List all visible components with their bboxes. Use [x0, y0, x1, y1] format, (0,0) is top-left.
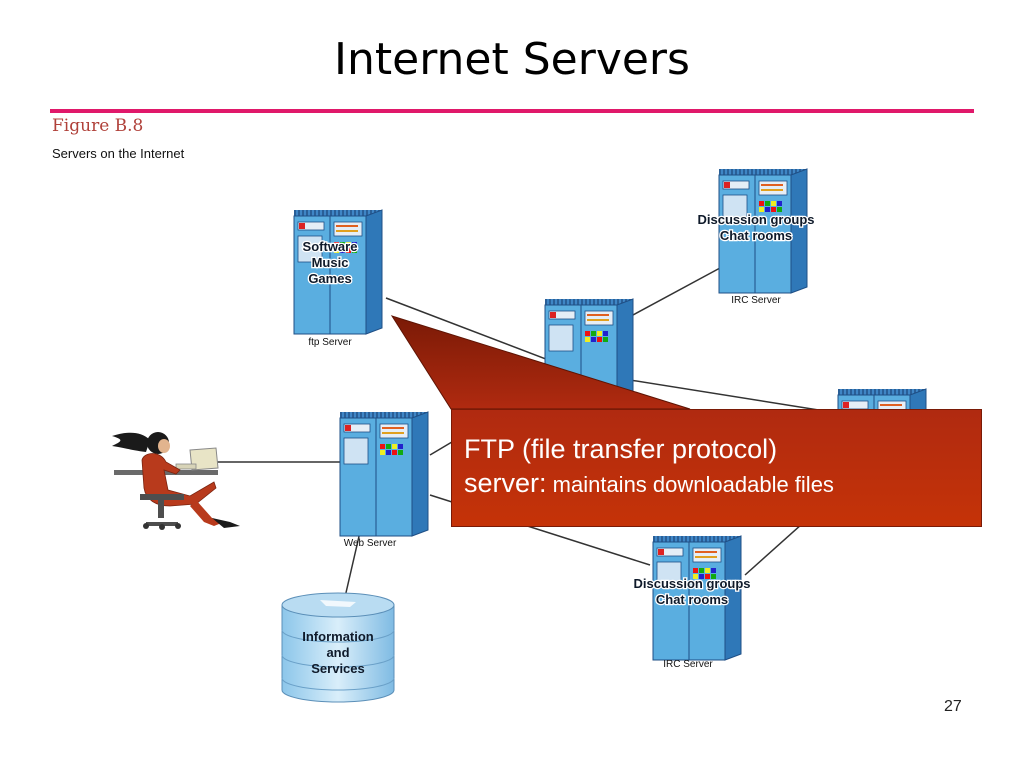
ftp-callout-box: FTP (file transfer protocol) server: mai…: [451, 409, 982, 527]
database-label-1: Information: [302, 629, 374, 644]
ftp-server-label-2: Music: [312, 255, 349, 270]
figure-label: Figure B.8: [52, 116, 144, 136]
database-label-3: Services: [311, 661, 365, 676]
callout-line-2: server: maintains downloadable files: [464, 466, 981, 505]
ftp-server-label-3: Games: [308, 271, 351, 286]
title-divider: [50, 109, 974, 113]
irc-bottom-caption: IRC Server: [663, 659, 713, 670]
ftp-server-label-1: Software: [303, 239, 358, 254]
database-label-2: and: [326, 645, 349, 660]
web-server: [339, 411, 429, 537]
page-number: 27: [944, 698, 962, 715]
web-server-caption: Web Server: [344, 538, 397, 549]
figure-caption: Servers on the Internet: [52, 146, 185, 161]
irc-top-caption: IRC Server: [731, 295, 781, 306]
irc-top-label-2: Chat rooms: [720, 228, 792, 243]
line-hub-irc-top: [619, 267, 721, 323]
irc-bottom-label-1: Discussion groups: [633, 576, 750, 591]
ftp-server-caption: ftp Server: [308, 337, 352, 348]
user-at-computer-icon: [112, 432, 240, 530]
slide-title: Internet Servers: [334, 34, 690, 85]
line-web-database: [344, 531, 361, 598]
database-icon: [281, 592, 395, 703]
irc-top-label-1: Discussion groups: [697, 212, 814, 227]
callout-pointer: [390, 315, 691, 410]
callout-line-1: FTP (file transfer protocol): [464, 434, 778, 464]
callout-description: maintains downloadable files: [546, 472, 834, 497]
callout-server-word: server:: [464, 468, 547, 498]
irc-bottom-label-2: Chat rooms: [656, 592, 728, 607]
